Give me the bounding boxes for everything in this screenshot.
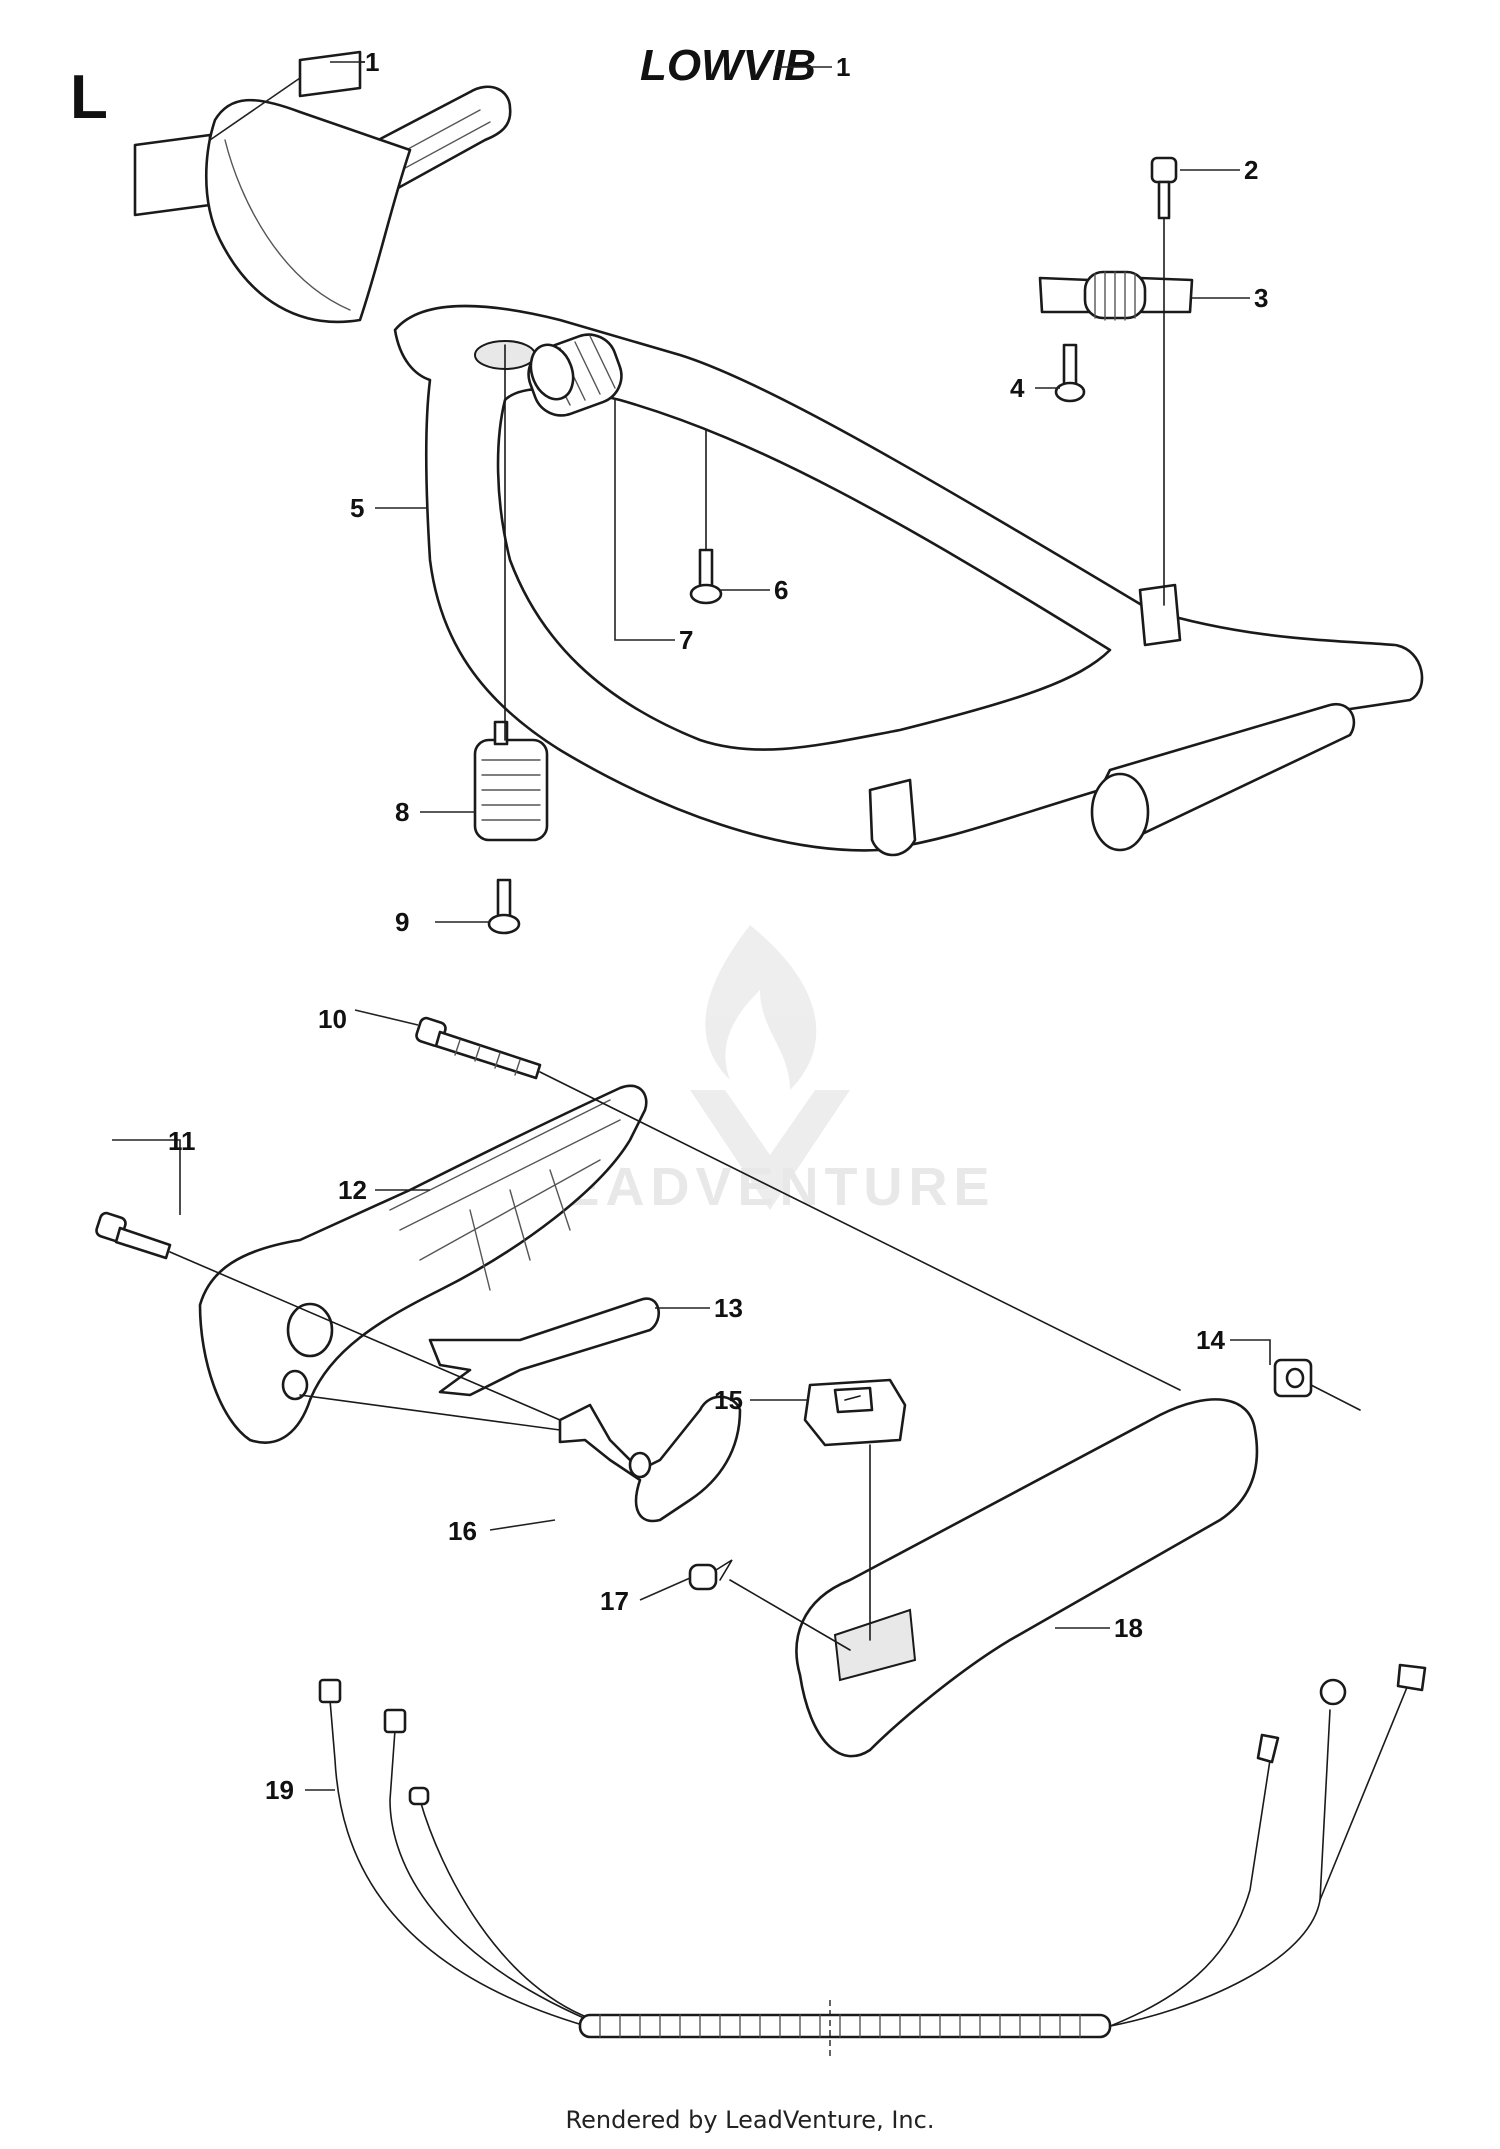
ring-terminal	[1319, 1678, 1347, 1706]
trigger-pivot	[628, 1451, 652, 1479]
callout-1-decal: 1	[365, 47, 379, 77]
hand-guard	[204, 98, 412, 324]
screw-4	[1054, 343, 1086, 403]
footer-credit: Rendered by LeadVenture, Inc.	[565, 2106, 935, 2134]
callout-14: 14	[1196, 1325, 1225, 1355]
stop-switch	[803, 1378, 907, 1447]
callout-2: 2	[1244, 155, 1258, 185]
screw-6	[689, 548, 723, 605]
callout-11: 11	[168, 1126, 196, 1156]
rear-handle-left-half	[198, 1084, 648, 1444]
anti-vibration-spring-top	[1038, 270, 1194, 321]
spade-terminal	[1396, 1663, 1427, 1692]
bolt-long	[415, 1016, 542, 1080]
terminal-hook	[1256, 1733, 1280, 1764]
callout-4: 4	[1010, 373, 1025, 403]
section-letter: L	[70, 63, 108, 132]
decal-large	[133, 133, 212, 217]
bolt-short	[95, 1211, 172, 1260]
callout-1-logo: 1	[836, 52, 850, 82]
logo-text: LOWVIB	[640, 41, 816, 90]
wiring-harness	[318, 1663, 1427, 2060]
callouts: 1 1 2 3 4 5 6 7 8 9 10 11 12 13 14 15 16…	[112, 47, 1271, 1805]
tube-end-cap	[1090, 772, 1150, 852]
throttle-lockout	[428, 1297, 660, 1397]
anti-vibration-spring-mid	[527, 333, 623, 417]
connector-2	[383, 1708, 407, 1734]
screw-top	[1150, 156, 1178, 220]
decal-small	[298, 50, 362, 98]
square-nut	[1273, 1358, 1313, 1398]
leadventure-watermark: LEADVENTURE	[524, 925, 990, 1217]
callout-6: 6	[774, 575, 788, 605]
switch-opening	[833, 1608, 917, 1682]
lowvib-logo: LOWVIB	[640, 41, 816, 90]
trigger-spring	[688, 1559, 733, 1591]
callout-13: 13	[714, 1293, 743, 1323]
rear-handle-right-half	[795, 1398, 1259, 1758]
callout-15: 15	[714, 1385, 743, 1415]
connector-1	[318, 1678, 342, 1704]
bar-bracket-lower	[868, 778, 917, 857]
throttle-trigger	[558, 1395, 742, 1523]
connector-3	[408, 1786, 430, 1806]
callout-5: 5	[350, 493, 364, 523]
callout-9: 9	[395, 907, 409, 937]
callout-12: 12	[338, 1175, 367, 1205]
callout-3: 3	[1254, 283, 1268, 313]
callout-7: 7	[679, 625, 693, 655]
callout-10: 10	[318, 1004, 347, 1034]
callout-17: 17	[600, 1586, 629, 1616]
callout-16: 16	[448, 1516, 477, 1546]
handle-boss-small	[281, 1369, 309, 1401]
handle-bar-inner-cutout	[496, 387, 1112, 751]
harness-sleeve	[578, 2013, 1112, 2039]
screw-9	[487, 878, 521, 935]
callout-18: 18	[1114, 1613, 1143, 1643]
callout-8: 8	[395, 797, 409, 827]
anti-vibration-spring-lower	[473, 720, 549, 842]
callout-19: 19	[265, 1775, 294, 1805]
bar-bracket-upper	[1138, 583, 1182, 647]
